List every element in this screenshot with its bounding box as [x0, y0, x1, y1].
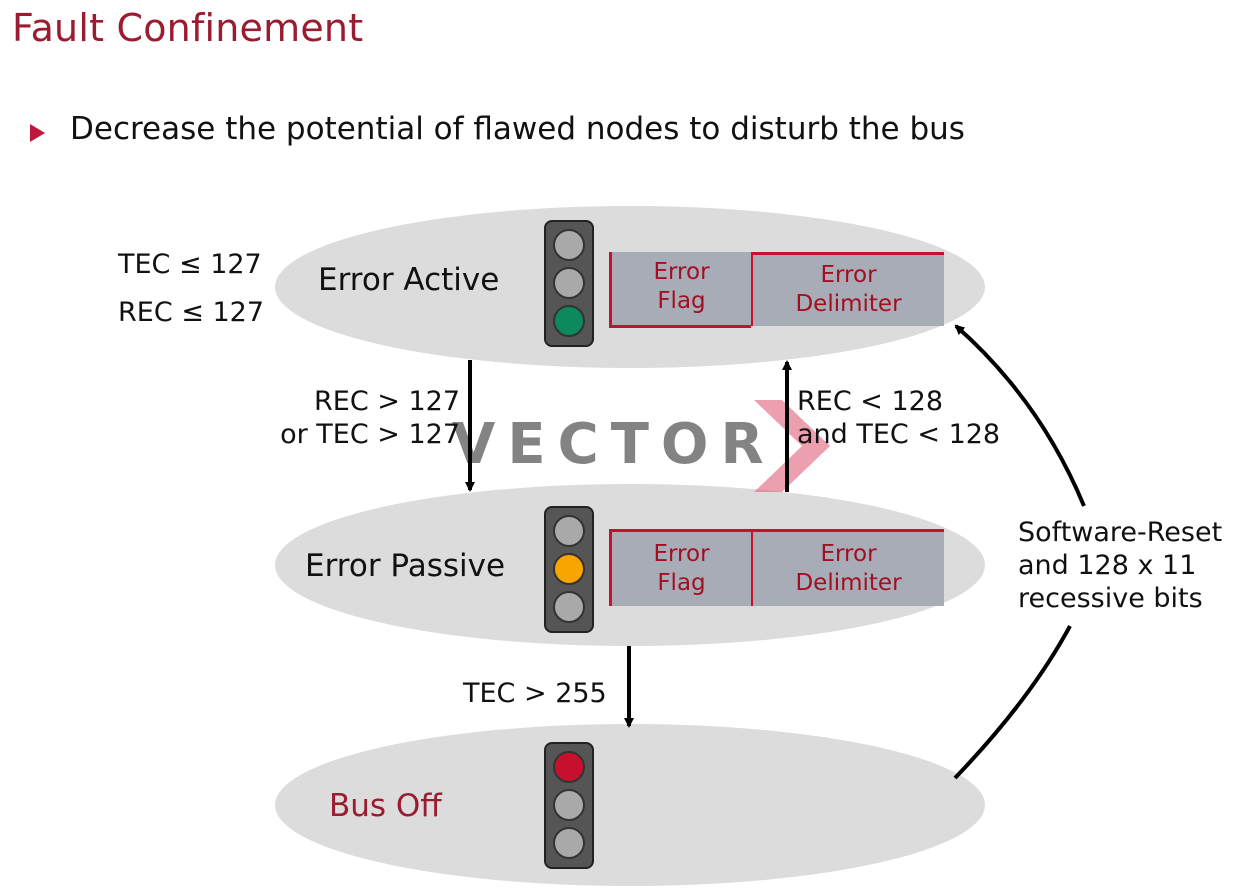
lamp-off-icon [553, 591, 585, 623]
vector-watermark: VECTOR [452, 412, 776, 477]
field-line: Flag [657, 570, 706, 596]
page-title: Fault Confinement [12, 6, 364, 50]
field-line: Error [820, 541, 877, 567]
lamp-red-icon [553, 751, 585, 783]
state-label-error-passive: Error Passive [305, 548, 506, 584]
error-delimiter-field: Error Delimiter [751, 252, 944, 326]
arrow-busoff-to-active-lower [953, 625, 1072, 780]
transition-line: or TEC > 127 [280, 419, 460, 450]
bullet-text: Decrease the potential of flawed nodes t… [70, 111, 965, 147]
state-bus-off [275, 724, 985, 886]
lamp-off-icon [553, 827, 585, 859]
lamp-amber-icon [553, 553, 585, 585]
error-flag-field: Error Flag [609, 252, 751, 328]
traffic-light-active [544, 220, 594, 347]
field-line: Delimiter [795, 570, 902, 596]
field-line: Error [653, 541, 710, 567]
lamp-off-icon [553, 789, 585, 821]
active-condition-tec: TEC ≤ 127 [118, 249, 262, 280]
state-label-bus-off: Bus Off [329, 788, 442, 824]
lamp-off-icon [553, 267, 585, 299]
arrow-busoff-to-active-upper [954, 324, 1086, 507]
field-line: Flag [657, 288, 706, 314]
traffic-light-passive [544, 506, 594, 633]
transition-line: recessive bits [1018, 583, 1203, 614]
transition-label-busoff-to-active: Software-Reset and 128 x 11 recessive bi… [1018, 516, 1223, 615]
error-delimiter-field: Error Delimiter [751, 529, 944, 606]
state-label-error-active: Error Active [318, 262, 500, 298]
transition-line: REC > 127 [314, 386, 460, 417]
transition-label-passive-to-active: REC < 128 and TEC < 128 [797, 385, 1000, 451]
transition-label-passive-to-busoff: TEC > 255 [463, 678, 607, 709]
transition-label-active-to-passive: REC > 127 or TEC > 127 [262, 385, 460, 451]
field-line: Error [653, 259, 710, 285]
transition-line: Software-Reset [1018, 517, 1223, 548]
lamp-off-icon [553, 515, 585, 547]
error-flag-field: Error Flag [609, 529, 751, 606]
field-line: Error [820, 262, 877, 288]
vector-logo-chevron-icon [754, 400, 830, 492]
active-condition-rec: REC ≤ 127 [118, 297, 264, 328]
transition-line: REC < 128 [797, 386, 943, 417]
traffic-light-bus-off [544, 742, 594, 869]
lamp-green-icon [553, 305, 585, 337]
transition-line: and TEC < 128 [797, 419, 1001, 450]
transition-line: and 128 x 11 [1018, 550, 1197, 581]
field-line: Delimiter [795, 291, 902, 317]
lamp-off-icon [553, 229, 585, 261]
bullet-triangle-icon [30, 124, 45, 142]
